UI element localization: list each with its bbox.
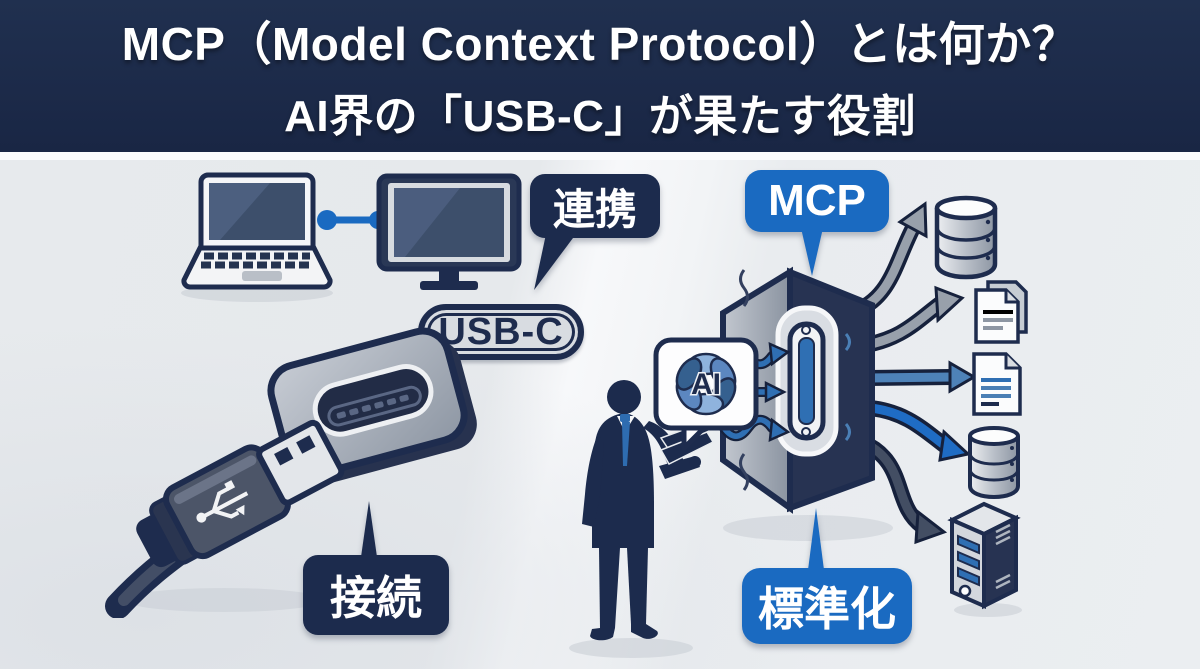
laptop-icon bbox=[181, 172, 333, 302]
usb-c-label-pill: USB-C bbox=[418, 304, 584, 360]
standardization-label-bubble: 標準化 bbox=[742, 508, 912, 644]
mcp-label: MCP bbox=[768, 176, 866, 225]
header-divider bbox=[0, 152, 1200, 160]
standardization-label: 標準化 bbox=[758, 583, 896, 635]
server-icon bbox=[947, 501, 1022, 617]
ai-label: AI bbox=[691, 368, 721, 401]
person-silhouette-icon bbox=[569, 380, 715, 658]
database-icon-top bbox=[934, 195, 998, 280]
usb-c-label: USB-C bbox=[438, 310, 564, 353]
usb-a-plug-icon bbox=[105, 419, 345, 618]
connection-label: 接続 bbox=[330, 572, 422, 624]
illustration-canvas: 連携 USB-C bbox=[0, 160, 1200, 669]
title-line-1: MCP（Model Context Protocol）とは何か？ bbox=[121, 18, 1079, 70]
title-line-2: AI界の「USB-C」が果たす役割 bbox=[284, 92, 916, 141]
database-icon-bottom bbox=[968, 426, 1020, 500]
cooperation-label: 連携 bbox=[552, 185, 637, 233]
monitor-icon bbox=[376, 173, 522, 290]
connection-label-bubble: 接続 bbox=[303, 501, 449, 635]
ai-chat-bubble-icon: AI bbox=[653, 337, 759, 451]
cooperation-label-bubble: 連携 bbox=[530, 174, 660, 238]
mcp-label-bubble: MCP bbox=[745, 170, 889, 276]
document-icon bbox=[972, 352, 1022, 416]
header-banner: MCP（Model Context Protocol）とは何か？ AI界の「US… bbox=[0, 0, 1200, 152]
ai-knot-logo-icon bbox=[675, 352, 737, 416]
documents-icon bbox=[974, 280, 1028, 344]
